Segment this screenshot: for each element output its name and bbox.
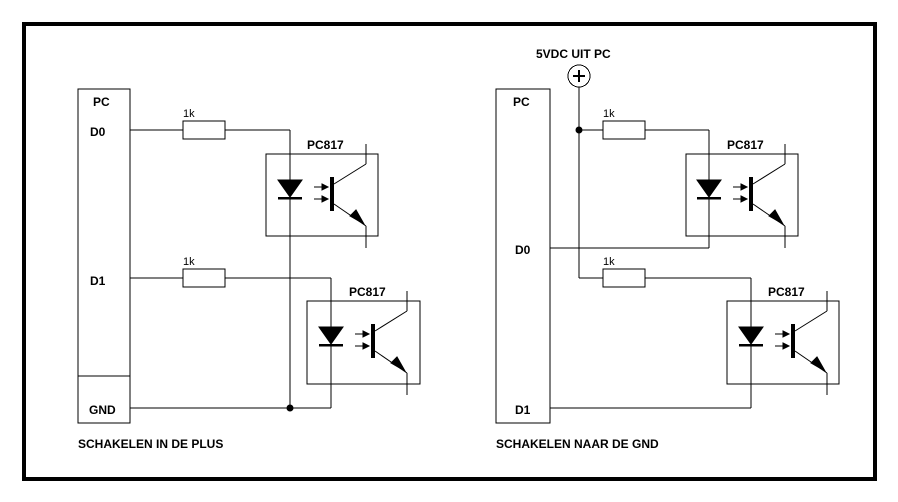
pin-d0-label: D0	[90, 125, 106, 139]
resistor-label: 1k	[603, 108, 615, 120]
pc-label: PC	[93, 95, 110, 109]
pin-d1-label: D1	[515, 403, 531, 417]
resistor-d0-label: 1k	[183, 108, 195, 120]
opto-label: PC817	[768, 285, 805, 299]
junction-dot	[286, 404, 294, 412]
pin-d1-label: D1	[90, 274, 106, 288]
diagram-frame	[22, 22, 877, 481]
opto-label: PC817	[307, 138, 344, 152]
pc-label: PC	[513, 95, 530, 109]
resistor-bottom-right	[602, 268, 646, 288]
left-circuit: PC D0 D1 GND 1k PC817 1k PC817 SCHAKELEN…	[77, 88, 421, 451]
resistor-label: 1k	[603, 256, 615, 268]
supply-label: 5VDC UIT PC	[536, 47, 611, 61]
optocoupler-top-left	[265, 153, 379, 237]
opto-label: PC817	[349, 285, 386, 299]
caption-left: SCHAKELEN IN DE PLUS	[78, 437, 223, 451]
resistor-d1-label: 1k	[183, 256, 195, 268]
resistor-top-right	[602, 120, 646, 140]
pin-gnd-label: GND	[89, 403, 116, 417]
pin-d0-label: D0	[515, 243, 531, 257]
opto-label: PC817	[727, 138, 764, 152]
resistor-d0	[182, 120, 226, 140]
caption-right: SCHAKELEN NAAR DE GND	[496, 437, 659, 451]
resistor-d1	[182, 268, 226, 288]
pc-block-right	[495, 88, 551, 424]
right-circuit: PC D0 D1 5VDC UIT PC 1k PC817 1k PC817	[495, 47, 840, 451]
